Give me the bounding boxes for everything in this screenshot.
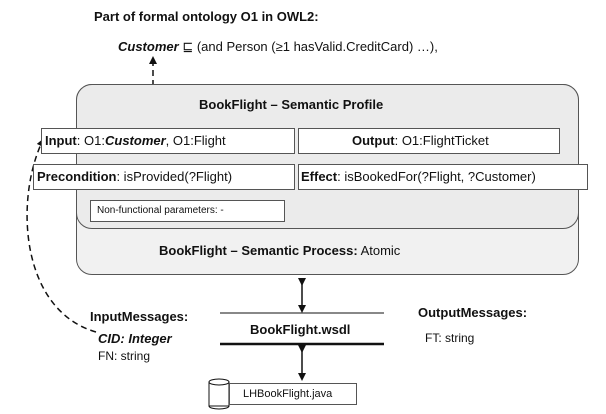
effect-label: Effect [301,169,338,184]
effect-entry: Effect: isBookedFor(?Flight, ?Customer) [301,170,536,183]
axiom-symbol: ⊑ [182,39,194,54]
output-entry: Output: O1:FlightTicket [352,134,489,147]
effect-value: : isBookedFor(?Flight, ?Customer) [337,169,536,184]
output-value: : O1:FlightTicket [394,133,489,148]
java-file-box [229,383,357,405]
precondition-cell [33,164,295,190]
process-value: Atomic [357,243,401,258]
axiom-term: Customer [118,39,179,54]
input-term: Customer [104,133,166,148]
input-messages-heading: InputMessages: [90,309,189,324]
nonfunctional-cell [90,200,285,222]
wsdl-name: BookFlight.wsdl [250,322,351,337]
output-message-ft: FT: string [425,331,475,345]
input-entry: Input: O1:Customer, O1:Flight [45,133,226,148]
precondition-value: : isProvided(?Flight) [116,169,233,184]
output-label: Output [352,133,395,148]
output-messages-heading: OutputMessages: [418,305,528,320]
process-label: – Semantic Process: [226,243,358,258]
input-message-cid: CID: Integer [98,331,172,346]
process-entry: BookFlight – Semantic Process: Atomic [159,244,400,257]
output-cell [298,128,560,154]
profile-title: BookFlight – Semantic Profile [199,97,384,112]
input-cell [41,128,295,154]
effect-cell [298,164,588,190]
java-file-name: LHBookFlight.java [243,388,333,400]
ontology-heading: Part of formal ontology O1 in OWL2: [94,9,319,24]
process-name: BookFlight [159,243,227,258]
input-label: Input [45,133,77,148]
nonfunctional-parameters: Non-functional parameters: - [97,205,224,216]
precondition-label: Precondition [37,169,117,184]
axiom-rest: (and Person (≥1 hasValid.CreditCard) …), [196,39,438,54]
ontology-axiom: Customer ⊑ (and Person (≥1 hasValid.Cred… [118,40,438,53]
precondition-entry: Precondition: isProvided(?Flight) [37,170,232,183]
database-icon [208,378,230,410]
input-message-fn: FN: string [98,349,151,363]
